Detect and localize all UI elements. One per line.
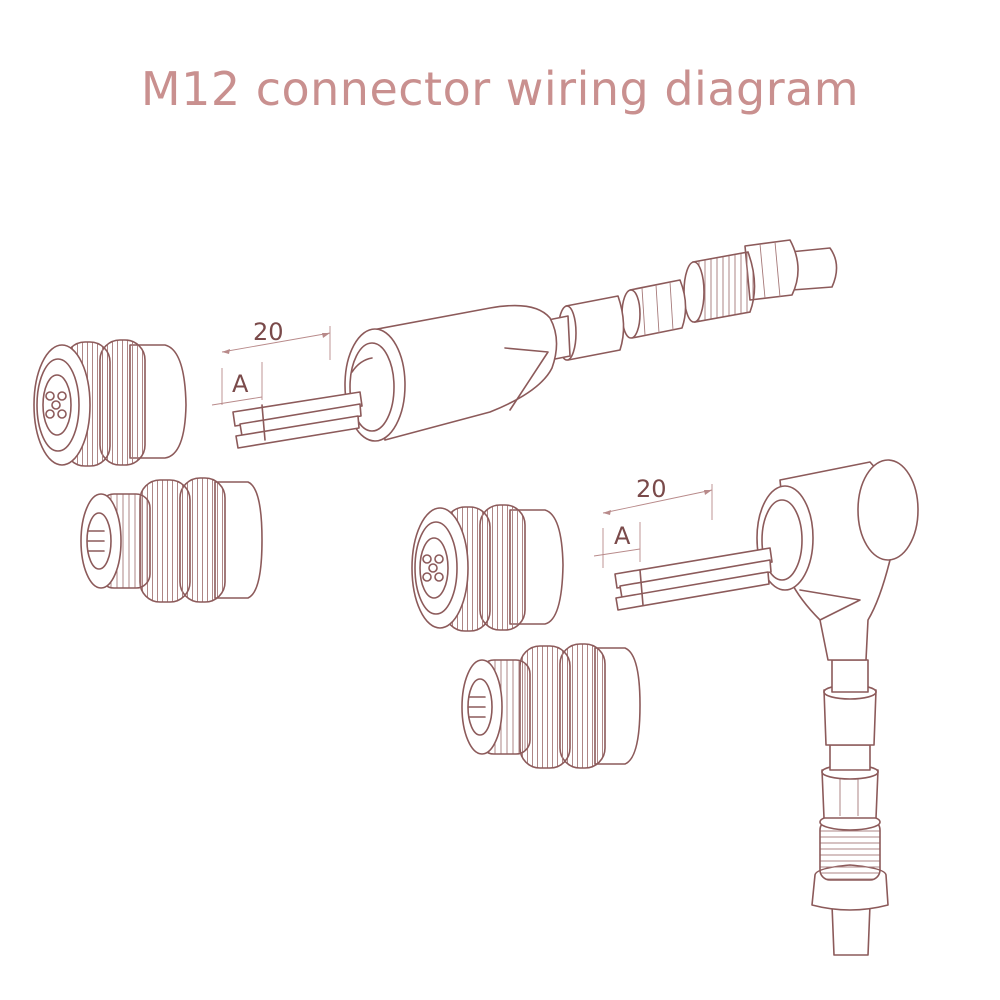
female-connector-2 — [411, 504, 564, 632]
male-connector-2 — [461, 643, 641, 769]
female-connector-1 — [33, 339, 187, 467]
dimension-straight: 20 A — [211, 318, 331, 406]
strip-label-angled: A — [614, 522, 631, 550]
page-title: M12 connector wiring diagram — [140, 62, 860, 116]
dimension-angled: 20 A — [593, 475, 713, 568]
length-label-straight: 20 — [253, 318, 284, 346]
male-connector-1 — [80, 477, 263, 603]
angled-cable-assembly — [614, 459, 919, 956]
strip-label-straight: A — [232, 370, 249, 398]
length-label-angled: 20 — [636, 475, 667, 503]
straight-cable-assembly — [232, 239, 838, 449]
